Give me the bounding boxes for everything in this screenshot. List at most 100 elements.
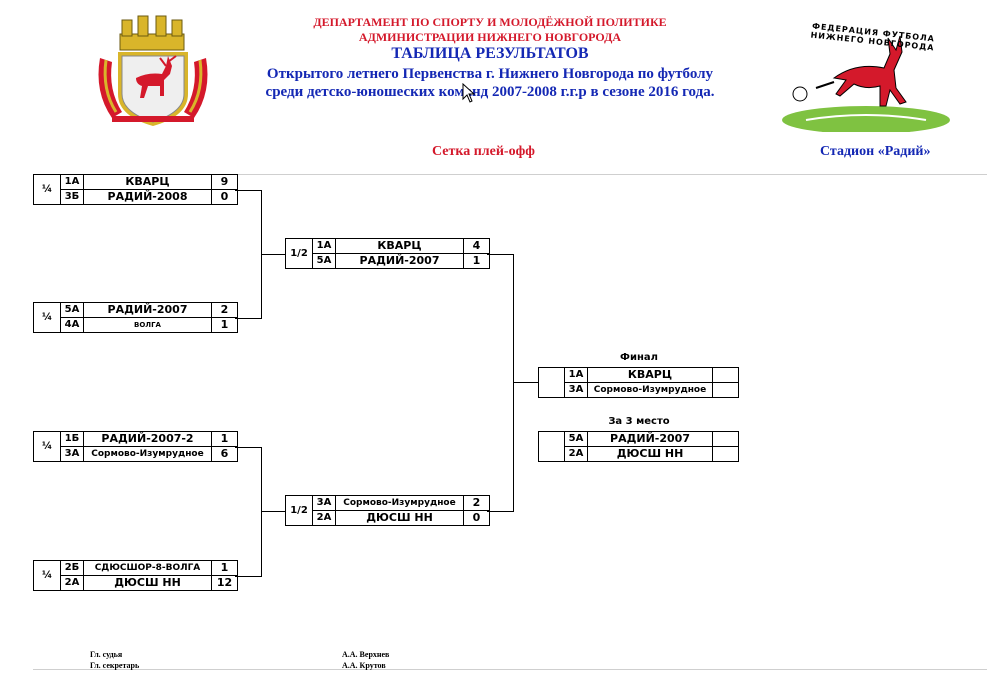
table-row: 1/2 3А Сормово-Изумрудное 2 <box>285 495 490 526</box>
table-row: 5А РАДИЙ-2007 1 <box>286 253 490 269</box>
table-row: 1А КВАРЦ <box>538 367 739 398</box>
team-name: КВАРЦ <box>335 238 464 254</box>
bracket-connector <box>235 190 261 191</box>
team-score <box>712 367 739 383</box>
team-seed: 1А <box>312 238 336 254</box>
table-row: 3Б РАДИЙ-2008 0 <box>34 189 238 205</box>
team-name: РАДИЙ-2007-2 <box>83 431 212 447</box>
team-seed: 3Б <box>60 189 84 205</box>
table-row: 3А Сормово-Изумрудное 6 <box>34 446 238 462</box>
team-name: КВАРЦ <box>587 367 713 383</box>
team-seed: 2А <box>60 575 84 591</box>
team-score: 4 <box>463 238 490 254</box>
team-name: КВАРЦ <box>83 174 212 190</box>
third-place-label: За 3 место <box>608 416 670 427</box>
team-seed: 3А <box>60 446 84 462</box>
match-qf-3: ¼ 1Б РАДИЙ-2007-2 1 3А Сормово-Изумрудно… <box>33 431 238 462</box>
header-line-administration: АДМИНИСТРАЦИИ НИЖНЕГО НОВГОРОДА <box>358 30 622 44</box>
team-seed: 2А <box>564 446 588 462</box>
bracket-connector <box>235 318 261 319</box>
table-row: 4А ВОЛГА 1 <box>34 317 238 333</box>
bracket-connector <box>513 254 514 512</box>
header-line-championship: Открытого летнего Первенства г. Нижнего … <box>266 66 714 82</box>
match-sf-2: 1/2 3А Сормово-Изумрудное 2 2А ДЮСШ НН 0 <box>285 495 490 526</box>
team-seed: 1А <box>564 367 588 383</box>
table-row: 3А Сормово-Изумрудное <box>539 382 739 398</box>
team-name: ДЮСШ НН <box>83 575 212 591</box>
team-score <box>712 382 739 398</box>
round-label <box>538 431 565 462</box>
header-line-department: ДЕПАРТАМЕНТ ПО СПОРТУ И МОЛОДЁЖНОЙ ПОЛИТ… <box>313 15 667 29</box>
top-divider <box>33 174 987 175</box>
team-name: РАДИЙ-2007 <box>335 253 464 269</box>
round-label: ¼ <box>33 174 61 205</box>
team-seed: 1А <box>60 174 84 190</box>
team-seed: 5А <box>60 302 84 318</box>
table-row: 5А РАДИЙ-2007 <box>538 431 739 462</box>
team-name: РАДИЙ-2007 <box>83 302 212 318</box>
team-score <box>712 446 739 462</box>
team-score <box>712 431 739 447</box>
team-name: ДЮСШ НН <box>335 510 464 526</box>
football-federation-logo <box>776 16 960 134</box>
page-title: ТАБЛИЦА РЕЗУЛЬТАТОВ <box>391 45 589 62</box>
bracket-connector <box>487 511 513 512</box>
bracket-connector <box>261 511 285 512</box>
team-seed: 1Б <box>60 431 84 447</box>
team-score: 1 <box>211 317 238 333</box>
team-name: Сормово-Изумрудное <box>335 495 464 511</box>
mouse-cursor-icon <box>462 82 476 103</box>
table-row: 2А ДЮСШ НН <box>539 446 739 462</box>
team-name: Сормово-Изумрудное <box>587 382 713 398</box>
round-label: ¼ <box>33 302 61 333</box>
team-score: 0 <box>211 189 238 205</box>
team-score: 12 <box>211 575 238 591</box>
secretary-label: Гл. секретарь <box>90 661 140 670</box>
bracket-connector <box>235 447 261 448</box>
table-row: ¼ 1Б РАДИЙ-2007-2 1 <box>33 431 238 462</box>
bracket-connector <box>513 382 538 383</box>
round-label: ¼ <box>33 431 61 462</box>
round-label <box>538 367 565 398</box>
team-score: 1 <box>463 253 490 269</box>
bracket-connector <box>261 254 285 255</box>
table-row: 2А ДЮСШ НН 12 <box>34 575 238 591</box>
team-score: 6 <box>211 446 238 462</box>
team-score: 1 <box>211 431 238 447</box>
team-seed: 5А <box>564 431 588 447</box>
team-seed: 2А <box>312 510 336 526</box>
bracket-connector <box>487 254 513 255</box>
team-seed: 2Б <box>60 560 84 576</box>
round-label: ¼ <box>33 560 61 591</box>
header-line-category: среди детско-юношеских команд 2007-2008 … <box>265 84 715 100</box>
team-seed: 4А <box>60 317 84 333</box>
team-name: РАДИЙ-2008 <box>83 189 212 205</box>
final-label: Финал <box>620 352 658 363</box>
table-row: 2А ДЮСШ НН 0 <box>286 510 490 526</box>
team-name: ВОЛГА <box>83 317 212 333</box>
team-score: 9 <box>211 174 238 190</box>
team-score: 2 <box>211 302 238 318</box>
table-row: ¼ 5А РАДИЙ-2007 2 <box>33 302 238 333</box>
bracket-connector <box>261 447 262 577</box>
match-qf-2: ¼ 5А РАДИЙ-2007 2 4А ВОЛГА 1 <box>33 302 238 333</box>
match-sf-1: 1/2 1А КВАРЦ 4 5А РАДИЙ-2007 1 <box>285 238 490 269</box>
team-name: СДЮСШОР-8-ВОЛГА <box>83 560 212 576</box>
team-name: РАДИЙ-2007 <box>587 431 713 447</box>
table-row: 1/2 1А КВАРЦ 4 <box>285 238 490 269</box>
team-seed: 5А <box>312 253 336 269</box>
round-label: 1/2 <box>285 495 313 526</box>
match-final: 1А КВАРЦ 3А Сормово-Изумрудное <box>538 367 739 398</box>
team-name: Сормово-Изумрудное <box>83 446 212 462</box>
table-row: ¼ 2Б СДЮСШОР-8-ВОЛГА 1 <box>33 560 238 591</box>
table-row: ¼ 1А КВАРЦ 9 <box>33 174 238 205</box>
coat-of-arms-logo <box>92 12 214 130</box>
team-seed: 3А <box>564 382 588 398</box>
team-name: ДЮСШ НН <box>587 446 713 462</box>
secretary-name: А.А. Крутов <box>342 661 386 670</box>
match-qf-4: ¼ 2Б СДЮСШОР-8-ВОЛГА 1 2А ДЮСШ НН 12 <box>33 560 238 591</box>
team-score: 2 <box>463 495 490 511</box>
bottom-divider <box>33 669 987 670</box>
bracket-connector <box>235 576 261 577</box>
chief-judge-name: А.А. Верхнев <box>342 650 390 659</box>
